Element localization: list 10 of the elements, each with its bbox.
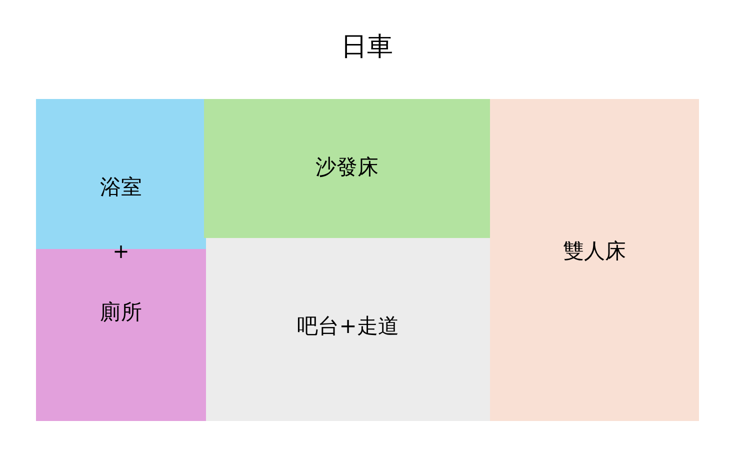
title: 日車 [340,31,394,64]
room-area [490,99,699,421]
room-label: 吧台+走道 [296,313,400,340]
plus-label: + [112,238,130,264]
room-label: 沙發床 [314,154,380,181]
room-label: 雙人床 [562,238,627,265]
room-label: 廁所 [99,299,143,326]
room-area [204,99,490,238]
room-area [206,238,490,421]
room-label: 浴室 [99,174,143,201]
